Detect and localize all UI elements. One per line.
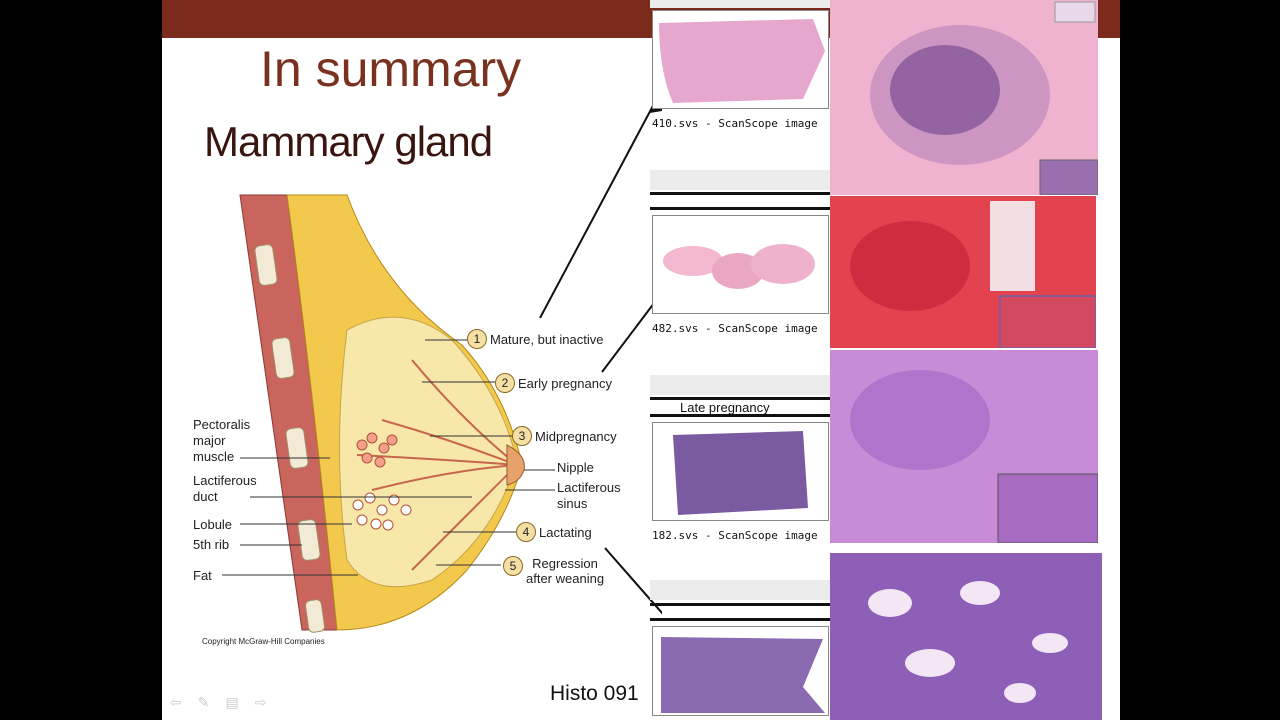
divider [650, 397, 830, 400]
stage-number-badge: 3 [512, 426, 532, 446]
lobule-label: Lobule [193, 517, 233, 532]
stage-5: 5 Regression after weaning [503, 556, 604, 586]
histology-photo-midpregnancy [830, 350, 1098, 543]
slide-thumbnail-182[interactable] [652, 422, 829, 521]
menu-icon[interactable]: ▤ [225, 694, 239, 710]
slide-caption-410: 410.svs - ScanScope image [652, 117, 818, 130]
fat-label: Fat [193, 568, 212, 583]
panel-band [650, 375, 830, 395]
copyright-text: Copyright McGraw-Hill Companies [202, 637, 325, 646]
histology-photo-early-pregnancy [830, 196, 1096, 348]
divider [650, 618, 830, 621]
breast-anatomy-diagram [222, 93, 662, 633]
late-pregnancy-label: Late pregnancy [680, 400, 770, 415]
stage-number-badge: 2 [495, 373, 515, 393]
divider [650, 207, 830, 210]
tissue-thumbnail [659, 19, 825, 103]
slide-thumbnail-410[interactable] [652, 10, 829, 109]
lactiferous-sinus-label: Lactiferous sinus [557, 480, 621, 511]
divider [650, 192, 830, 195]
slide-caption-482: 482.svs - ScanScope image [652, 322, 818, 335]
slide-subtitle: Mammary gland [204, 118, 493, 165]
slide-thumbnail-lactating[interactable] [652, 626, 829, 716]
pen-icon[interactable]: ✎ [197, 694, 210, 710]
lactiferous-duct-label: Lactiferous duct [193, 473, 257, 504]
slide-thumbnail-482[interactable] [652, 215, 829, 314]
stage-label: Regression after weaning [526, 556, 605, 586]
slide: In summary Mammary gland [162, 0, 1120, 720]
stage-1: 1 Mature, but inactive [467, 329, 603, 349]
tissue-thumbnail [663, 244, 815, 289]
panel-band [650, 0, 830, 8]
histology-photo-inactive [830, 0, 1098, 195]
stage-3: 3 Midpregnancy [512, 426, 617, 446]
stage-label: Lactating [539, 524, 592, 540]
panel-band [650, 580, 830, 600]
forward-arrow-icon[interactable]: ⇨ [254, 694, 267, 710]
rib-label: 5th rib [193, 537, 230, 552]
stage-2: 2 Early pregnancy [495, 373, 612, 393]
slide-nav-controls: ⇦ ✎ ▤ ⇨ [170, 694, 266, 711]
nipple-label: Nipple [557, 460, 594, 475]
stage-4: 4 Lactating [516, 522, 592, 542]
divider [650, 603, 830, 606]
stage-label: Mature, but inactive [490, 331, 604, 347]
slide-footer-label: Histo 091 [550, 682, 639, 705]
pectoralis-label: Pectoralis major muscle [193, 417, 251, 464]
slide-title: In summary [260, 41, 522, 97]
stage-label: Early pregnancy [518, 375, 612, 391]
stage-number-badge: 4 [516, 522, 536, 542]
stage-number-badge: 5 [503, 556, 523, 576]
divider [650, 414, 830, 417]
stage-label: Midpregnancy [535, 428, 617, 444]
tissue-thumbnail [673, 431, 808, 515]
slide-caption-182: 182.svs - ScanScope image [652, 529, 818, 542]
back-arrow-icon[interactable]: ⇦ [170, 694, 182, 710]
stage-number-badge: 1 [467, 329, 487, 349]
panel-band [650, 170, 830, 190]
histology-photo-lactating [830, 553, 1102, 720]
tissue-thumbnail [661, 637, 825, 713]
